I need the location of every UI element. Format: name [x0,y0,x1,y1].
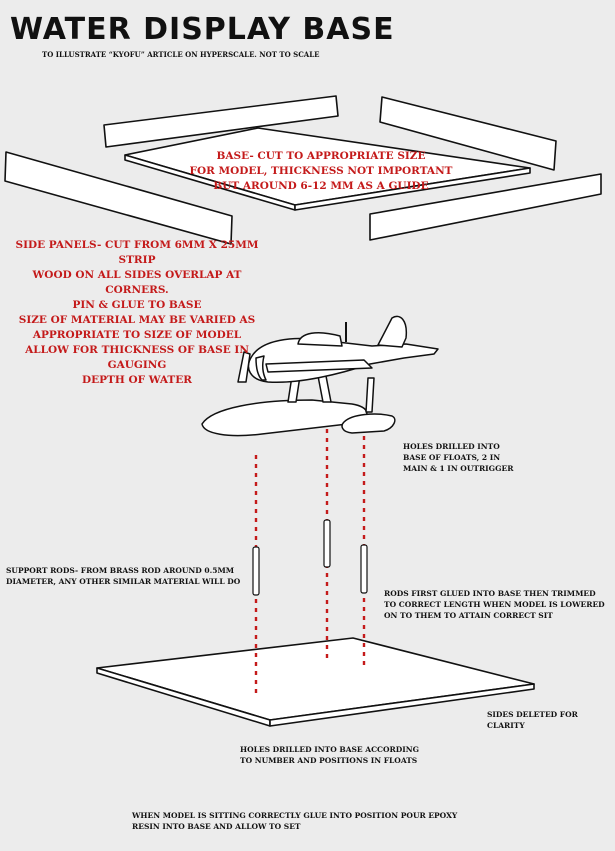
side-panel-right [369,173,602,241]
support-rod-3 [360,544,368,594]
holes-base-note: HOLES DRILLED INTO BASE ACCORDING TO NUM… [240,745,420,765]
page-subtitle: TO ILLUSTRATE “KYOFU” ARTICLE ON HYPERSC… [42,50,320,59]
side-panels-note: SIDE PANELS- CUT FROM 6MM X 25MM STRIP W… [15,239,259,386]
support-rod-1 [252,546,260,596]
holes-floats-note: HOLES DRILLED INTO BASE OF FLOATS, 2 IN … [403,442,514,473]
assembled-base-edge [269,683,535,727]
page-title: WATER DISPLAY BASE [10,12,395,47]
base-board-edge [294,167,531,211]
rods-glued-note: RODS FIRST GLUED INTO BASE THEN TRIMMED … [384,589,605,620]
assembled-base [96,637,535,721]
side-panel-back-left [103,95,339,148]
base-note: BASE- CUT TO APPROPRIATE SIZE FOR MODEL,… [189,150,453,192]
support-rods-note: SUPPORT RODS- FROM BRASS ROD AROUND 0.5M… [6,566,241,586]
seaplane-model [201,315,439,437]
side-panel-back-right [379,96,557,171]
support-rod-2 [323,519,331,568]
final-note: WHEN MODEL IS SITTING CORRECTLY GLUE INT… [132,811,458,831]
side-panel-left [4,151,233,245]
sides-deleted-note: SIDES DELETED FOR CLARITY [487,710,578,730]
